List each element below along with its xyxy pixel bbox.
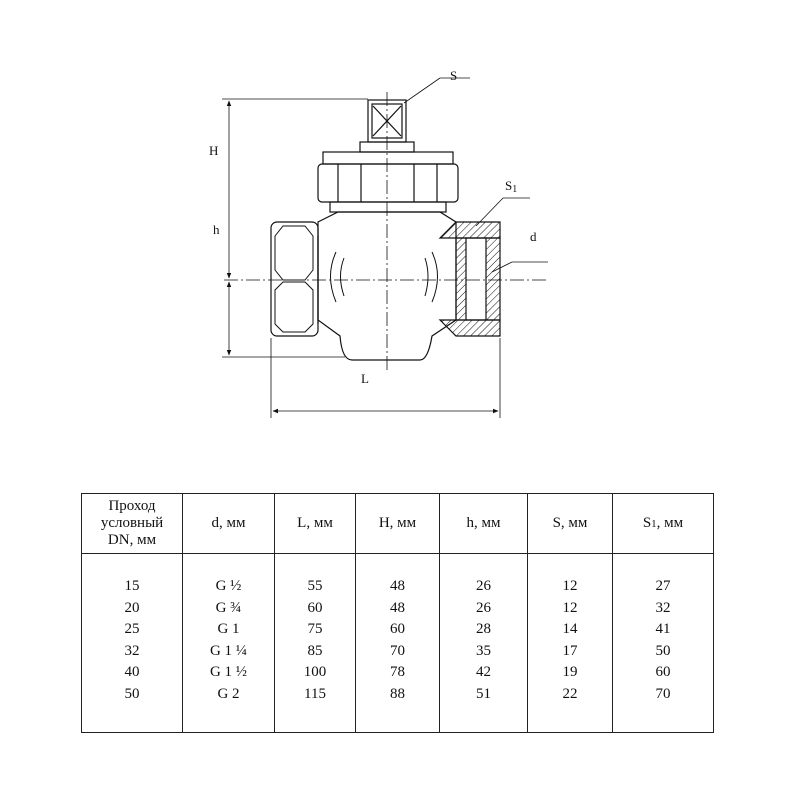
dimensions-table: Проход условный DN, мм d, мм L, мм H, мм… <box>81 493 714 733</box>
table-cell: 55 <box>307 578 323 594</box>
union-nut-left <box>270 221 319 337</box>
label-S1-sub: 1 <box>512 184 517 195</box>
table-cell: 26 <box>476 599 491 616</box>
label-S: S <box>450 68 457 83</box>
table-cell: 35 <box>476 642 491 659</box>
table-cell: 28 <box>476 621 491 638</box>
column-S: 12 12 14 17 19 22 <box>527 553 613 733</box>
table-cell: 41 <box>655 621 671 638</box>
header-dn-line: Проход <box>108 498 156 514</box>
table-cell: G 1 <box>217 621 240 638</box>
table-cell: 26 <box>476 578 491 594</box>
table-header-row: Проход условный DN, мм d, мм L, мм H, мм… <box>81 493 714 554</box>
header-H-text: H, мм <box>378 515 417 531</box>
table-cell: 60 <box>655 664 671 681</box>
header-S-text: S, мм <box>552 515 588 531</box>
header-S1-suffix: , мм <box>656 514 684 531</box>
label-S1: S1 <box>505 178 517 195</box>
label-S1-main: S <box>505 178 512 193</box>
header-d: d, мм <box>182 493 275 554</box>
header-H: H, мм <box>355 493 440 554</box>
table-cell: 48 <box>390 578 405 594</box>
threaded-end-right <box>438 221 501 337</box>
table-cell: 115 <box>304 685 326 702</box>
table-cell: 12 <box>562 599 578 616</box>
header-dn: Проход условный DN, мм <box>81 493 183 554</box>
table-cell: 88 <box>390 685 405 702</box>
table-cell: 19 <box>562 664 578 681</box>
label-d: d <box>530 229 537 244</box>
table-cell: 51 <box>476 685 491 702</box>
column-h: 26 26 28 35 42 51 <box>439 553 528 733</box>
table-cell: 12 <box>562 578 578 594</box>
table-cell: 85 <box>307 642 323 659</box>
column-H: 48 48 60 70 78 88 <box>355 553 440 733</box>
table-cell: 17 <box>562 642 578 659</box>
header-d-text: d, мм <box>211 515 246 531</box>
header-S1-main: S <box>642 514 652 531</box>
table-cell: 14 <box>562 621 578 638</box>
column-S1: 27 32 41 50 60 70 <box>612 553 714 733</box>
table-cell: 22 <box>562 685 578 702</box>
label-L: L <box>361 371 369 386</box>
table-cell: G ½ <box>215 578 242 594</box>
table-cell: 100 <box>303 664 327 681</box>
column-d: G ½ G ¾ G 1 G 1 ¼ G 1 ½ G 2 <box>182 553 275 733</box>
table-cell: 15 <box>124 578 140 594</box>
table-cell: G 1 ½ <box>209 664 248 681</box>
table-cell: 50 <box>655 642 671 659</box>
table-cell: 70 <box>655 685 671 702</box>
table-cell: 27 <box>655 578 671 594</box>
header-S1-sub: 1 <box>651 517 657 530</box>
bonnet-nut <box>317 151 459 213</box>
table-body-row: 15 20 25 32 40 50 G ½ G ¾ G 1 G 1 ¼ G 1 … <box>81 553 714 733</box>
table-cell: 32 <box>655 599 671 616</box>
table-cell: G ¾ <box>215 599 242 616</box>
header-dn-line: условный <box>100 515 164 531</box>
table-cell: 25 <box>124 621 140 638</box>
column-dn: 15 20 25 32 40 50 <box>81 553 183 733</box>
table-cell: G 2 <box>217 685 240 702</box>
table-cell: 40 <box>124 664 140 681</box>
header-L: L, мм <box>274 493 356 554</box>
column-L: 55 60 75 85 100 115 <box>274 553 356 733</box>
table-cell: 78 <box>390 664 405 681</box>
header-h: h, мм <box>439 493 528 554</box>
table-cell: 48 <box>390 599 405 616</box>
table-cell: 32 <box>124 642 140 659</box>
table-cell: 60 <box>390 621 405 638</box>
table-cell: 20 <box>124 599 140 616</box>
valve-technical-drawing: S S1 d H h L <box>209 68 548 418</box>
table-cell: 42 <box>476 664 491 681</box>
table-cell: 50 <box>124 685 140 702</box>
header-S: S, мм <box>527 493 613 554</box>
valve-body <box>317 211 457 361</box>
table-cell: 70 <box>390 642 405 659</box>
table-cell: 60 <box>307 599 323 616</box>
table-cell: G 1 ¼ <box>209 642 248 659</box>
header-S1: S1, мм <box>612 493 714 554</box>
header-L-text: L, мм <box>297 515 333 531</box>
header-h-text: h, мм <box>466 515 501 531</box>
label-H: H <box>209 143 218 158</box>
table-cell: 75 <box>307 621 323 638</box>
header-dn-line: DN, мм <box>107 532 157 548</box>
label-h: h <box>213 222 220 237</box>
